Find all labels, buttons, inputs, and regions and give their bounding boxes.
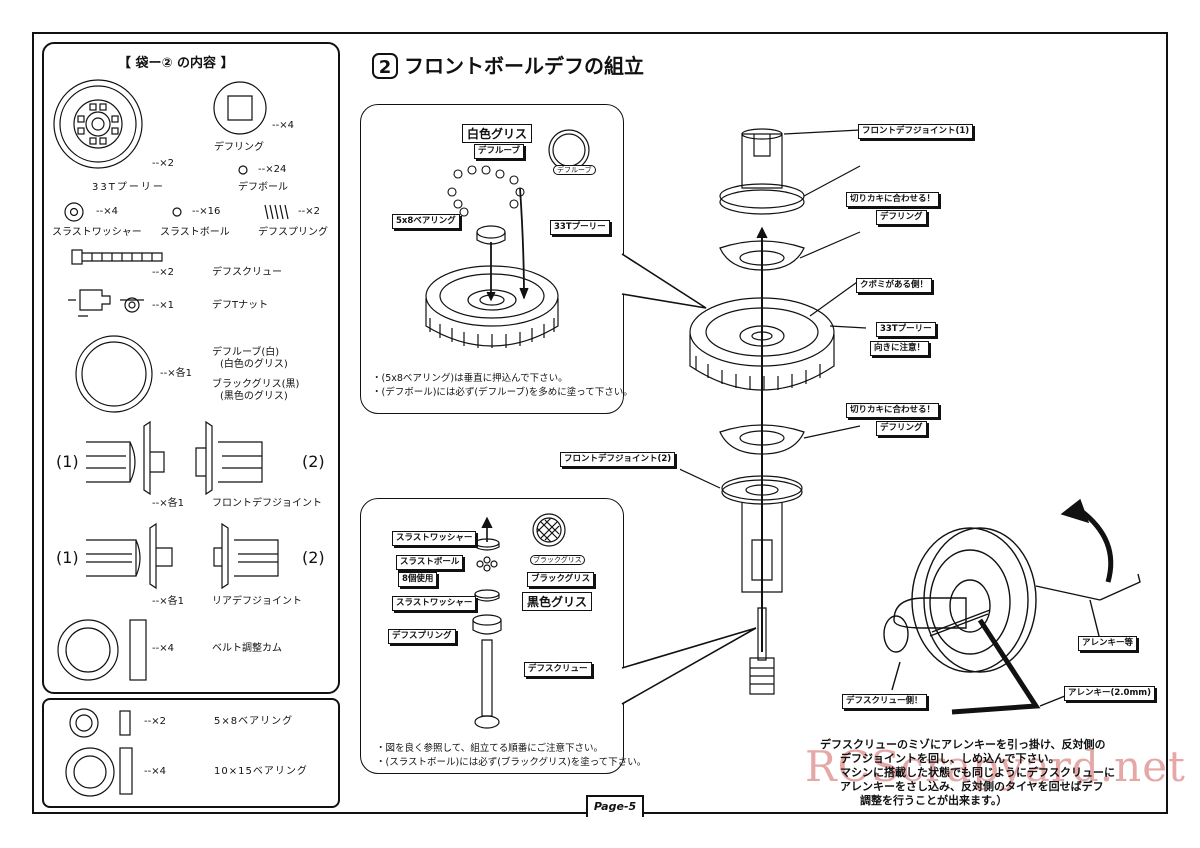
diff-ring-tag: デフリング xyxy=(876,421,927,436)
qty-label: --×2 xyxy=(152,158,174,169)
joint-left-label: (1) xyxy=(56,548,79,567)
exploded-view-drawing xyxy=(680,128,867,695)
qty-label: --×1 xyxy=(152,300,174,311)
adjust-note-line: デフスクリューのミゾにアレンキーを引っ掛け、反対側の xyxy=(820,738,1106,751)
lube-circle-label: デフルーブ xyxy=(553,165,596,176)
qty-label: --×各1 xyxy=(152,596,184,607)
part-name: デフリング xyxy=(214,142,264,153)
recess-side-tag: クボミがある側！ xyxy=(856,278,933,293)
qty-label: --×2 xyxy=(144,716,166,727)
part-name: スラストボール xyxy=(160,227,230,238)
qty-label: --×2 xyxy=(152,267,174,278)
watermark: RCScrapyard.net xyxy=(805,742,1186,791)
adjust-note-line: 調整を行うことが出来ます。） xyxy=(860,794,1008,807)
contents-panel xyxy=(42,42,340,694)
diff-ring-drawing xyxy=(213,81,267,135)
black-grease-label: 黒色グリス xyxy=(522,592,593,611)
joint-right-label: (2) xyxy=(302,548,325,567)
part-name: ブラックグリス(黒) xyxy=(212,379,300,390)
bearing-5x8-tag: 5x8ベアリング xyxy=(392,214,460,229)
qty-label: --×16 xyxy=(192,206,221,217)
part-name: デフスプリング xyxy=(258,227,328,238)
part-name: スラストワッシャー xyxy=(52,227,142,238)
page-number: Page-5 xyxy=(586,795,644,817)
qty-label: --×4 xyxy=(96,206,118,217)
front-diff-joint-2-tag: フロントデフジョイント(2) xyxy=(560,452,676,467)
thrust-washer-tag: スラストワッシャー xyxy=(392,596,477,611)
orientation-tag: 向きに注意！ xyxy=(870,341,930,356)
part-name: フロントデフジョイント xyxy=(212,498,322,509)
diff-screw-side-tag: デフスクリュー側！ xyxy=(842,694,927,709)
diff-spring-tag: デフスプリング xyxy=(388,629,456,644)
qty-label: --×4 xyxy=(152,643,174,654)
joint-left-label: (1) xyxy=(56,452,79,471)
adjust-note-line: デフジョイントを回し、しめ込んで下さい。 xyxy=(840,752,1060,765)
pulley-33t-drawing xyxy=(53,79,143,169)
step-number: 2 xyxy=(372,53,398,79)
adjust-drawing xyxy=(883,498,1141,715)
align-notch-tag: 切りカキに合わせる！ xyxy=(846,192,940,207)
part-sub: (黒色のグリス) xyxy=(220,391,288,402)
allen-key-2mm-tag: アレンキー(2.0mm) xyxy=(1064,686,1156,701)
adjust-note: デフスクリューのミゾにアレンキーを引っ掛け、反対側の デフジョイントを回し、しめ… xyxy=(820,738,1115,808)
grease-circle-label: ブラックグリス xyxy=(530,555,585,566)
black-grease-tag: ブラックグリス xyxy=(527,572,595,587)
qty-label: --×各1 xyxy=(152,498,184,509)
joint-right-label: (2) xyxy=(302,452,325,471)
part-name: 5×8ベアリング xyxy=(214,716,294,727)
bearings-panel xyxy=(42,698,340,808)
front-diff-joint-drawing xyxy=(86,420,263,496)
qty-label: --×4 xyxy=(144,766,166,777)
align-notch-tag: 切りカキに合わせる！ xyxy=(846,403,940,418)
adjust-note-line: マシンに搭載した状態でも同じようにデフスクリューに xyxy=(840,766,1115,779)
part-name: デフルーブ(白) xyxy=(212,347,280,358)
qty-label: --×24 xyxy=(258,164,287,175)
step-title-text: フロントボールデフの組立 xyxy=(404,54,644,78)
front-diff-joint-1-tag: フロントデフジョイント(1) xyxy=(858,124,974,139)
lower-detail-drawing xyxy=(472,513,757,729)
count-tag: 8個使用 xyxy=(398,572,438,587)
pulley-33t-tag: 33Tプーリー xyxy=(550,220,610,235)
part-name: ベルト調整カム xyxy=(212,643,282,654)
contents-title: 【 袋ー② の内容 】 xyxy=(118,56,234,71)
thrust-washer-tag: スラストワッシャー xyxy=(392,531,477,546)
allen-key-etc-tag: アレンキー等 xyxy=(1078,636,1138,651)
diff-screw-tag: デフスクリュー xyxy=(524,662,592,677)
qty-label: --×2 xyxy=(298,206,320,217)
thrust-ball-tag: スラストボール xyxy=(396,555,464,570)
part-name: リアデフジョイント xyxy=(212,596,302,607)
qty-label: --×各1 xyxy=(160,368,192,379)
rear-diff-joint-drawing xyxy=(86,522,279,590)
diff-ring-tag: デフリング xyxy=(876,210,927,225)
qty-label: --×4 xyxy=(272,120,294,131)
pulley-33t-tag: 33Tプーリー xyxy=(876,322,936,337)
adjust-note-line: アレンキーをさし込み、反対側のタイヤを回せばデフ xyxy=(840,780,1104,793)
lower-note: ・(スラストボール)には必ず(ブラックグリス)を塗って下さい。 xyxy=(376,757,647,768)
parts-drawings xyxy=(53,79,289,797)
lower-note: ・図を良く参照して、組立てる順番にご注意下さい。 xyxy=(376,743,604,754)
upper-note: ・(デフボール)には必ず(デフルーブ)を多めに塗って下さい。 xyxy=(372,387,633,398)
part-name: デフTナット xyxy=(212,300,269,311)
upper-detail-drawing xyxy=(425,129,707,348)
part-name: デフスクリュー xyxy=(212,267,282,278)
part-name: 33Tプーリー xyxy=(92,182,165,193)
diff-lube-tag: デフルーブ xyxy=(474,144,524,159)
part-name: デフボール xyxy=(238,182,288,193)
diff-ball-drawing xyxy=(238,165,248,175)
part-sub: (白色のグリス) xyxy=(220,359,288,370)
upper-note: ・(5x8ベアリング)は垂直に押込んで下さい。 xyxy=(372,373,568,384)
part-name: 10×15ベアリング xyxy=(214,766,308,777)
white-grease-label: 白色グリス xyxy=(462,124,533,143)
